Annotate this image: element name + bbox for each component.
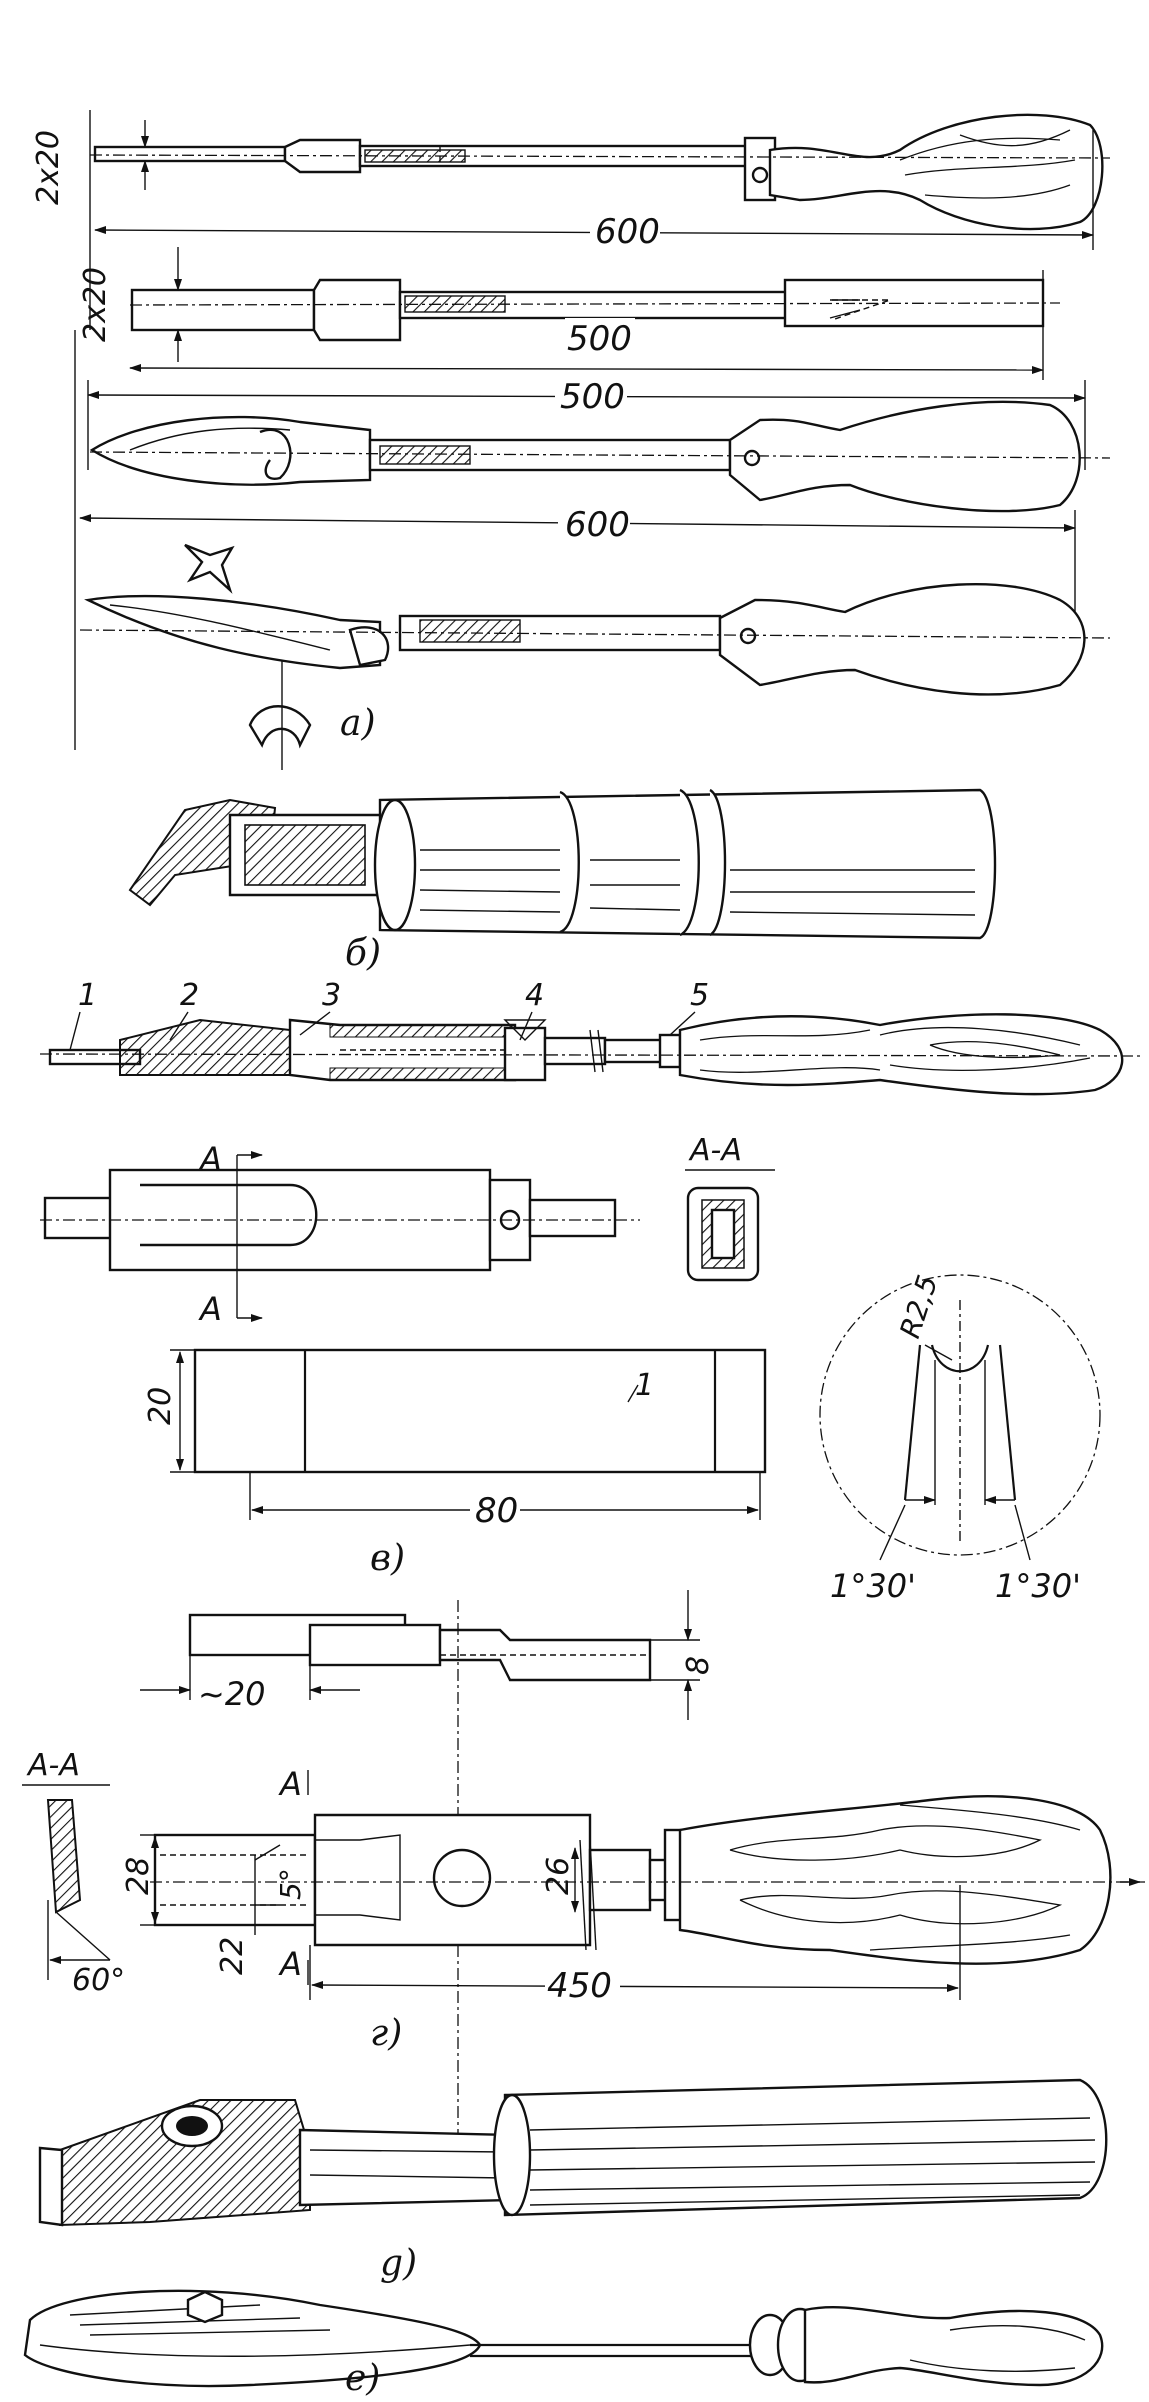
width-26-dim: 26 [541, 1857, 576, 1895]
tool-group-v: 1 2 3 4 5 А А А-А 1 [39, 978, 1141, 1605]
tool-a2-flat-chisel: 2x20 500 [78, 247, 1061, 380]
tool-group-d: g) [38, 2078, 1108, 2284]
section-label-g: А-А [26, 1748, 80, 1783]
width-22-dim: 22 [215, 1937, 250, 1975]
angle-5-label: 5° [274, 1868, 307, 1900]
tip-thickness-dim: 8 [681, 1656, 716, 1675]
tool-group-e: е) [23, 2289, 1104, 2399]
shading-b [419, 849, 976, 916]
dim-a4-length: 600 [565, 505, 630, 545]
tool-group-a: 2x20 600 2x20 500 [31, 110, 1111, 770]
caption-a: а) [340, 703, 376, 744]
dim-a1-section: 2x20 [31, 130, 66, 205]
cut-mark-bottom: А [198, 1290, 222, 1328]
tool-a4-curved-knife: 600 а) [79, 505, 1111, 770]
angle-60-label: 60° [72, 1963, 125, 1998]
shading-e [69, 2304, 331, 2336]
caption-b: б) [345, 933, 381, 974]
caption-g: г) [370, 2013, 402, 2054]
angle-right-label: 1°30' [995, 1567, 1081, 1605]
tool-a1-flat-chisel: 2x20 600 [31, 113, 1111, 252]
angle-left-label: 1°30' [830, 1567, 916, 1605]
part-label-4: 4 [525, 978, 544, 1013]
caption-v: в) [370, 1538, 405, 1579]
part-label-2: 2 [180, 978, 199, 1013]
radius-label: R2,5 [893, 1271, 944, 1342]
shading-d [529, 2117, 1096, 2206]
blank-length-dim: 80 [475, 1491, 518, 1531]
tool-group-b: б) [128, 788, 997, 974]
dim-a1-length: 600 [595, 212, 660, 252]
section-label-v: А-А [688, 1133, 742, 1168]
blank-height-dim: 20 [143, 1387, 178, 1425]
part-label-3: 3 [322, 978, 341, 1013]
dim-a2-section: 2x20 [78, 267, 113, 342]
caption-e: е) [345, 2358, 380, 2399]
tool-a3-gouge: 500 [87, 377, 1111, 513]
dim-a2-length: 500 [567, 319, 632, 359]
caption-d: g) [380, 2243, 417, 2284]
width-28-dim: 28 [121, 1857, 156, 1895]
part-label-1: 1 [78, 978, 97, 1013]
tool-group-g: 8 ~20 А-А 60° А [22, 1590, 1145, 2150]
blank-part-label: 1 [635, 1368, 654, 1403]
cut-mark-top-g: А [278, 1765, 302, 1803]
cut-mark-top: А [198, 1140, 222, 1178]
part-label-5: 5 [690, 978, 709, 1013]
tip-length-dim: ~20 [198, 1675, 266, 1713]
dim-a3-length: 500 [560, 377, 625, 417]
length-450-dim: 450 [547, 1966, 612, 2006]
cut-mark-bottom-g: А [278, 1945, 302, 1983]
